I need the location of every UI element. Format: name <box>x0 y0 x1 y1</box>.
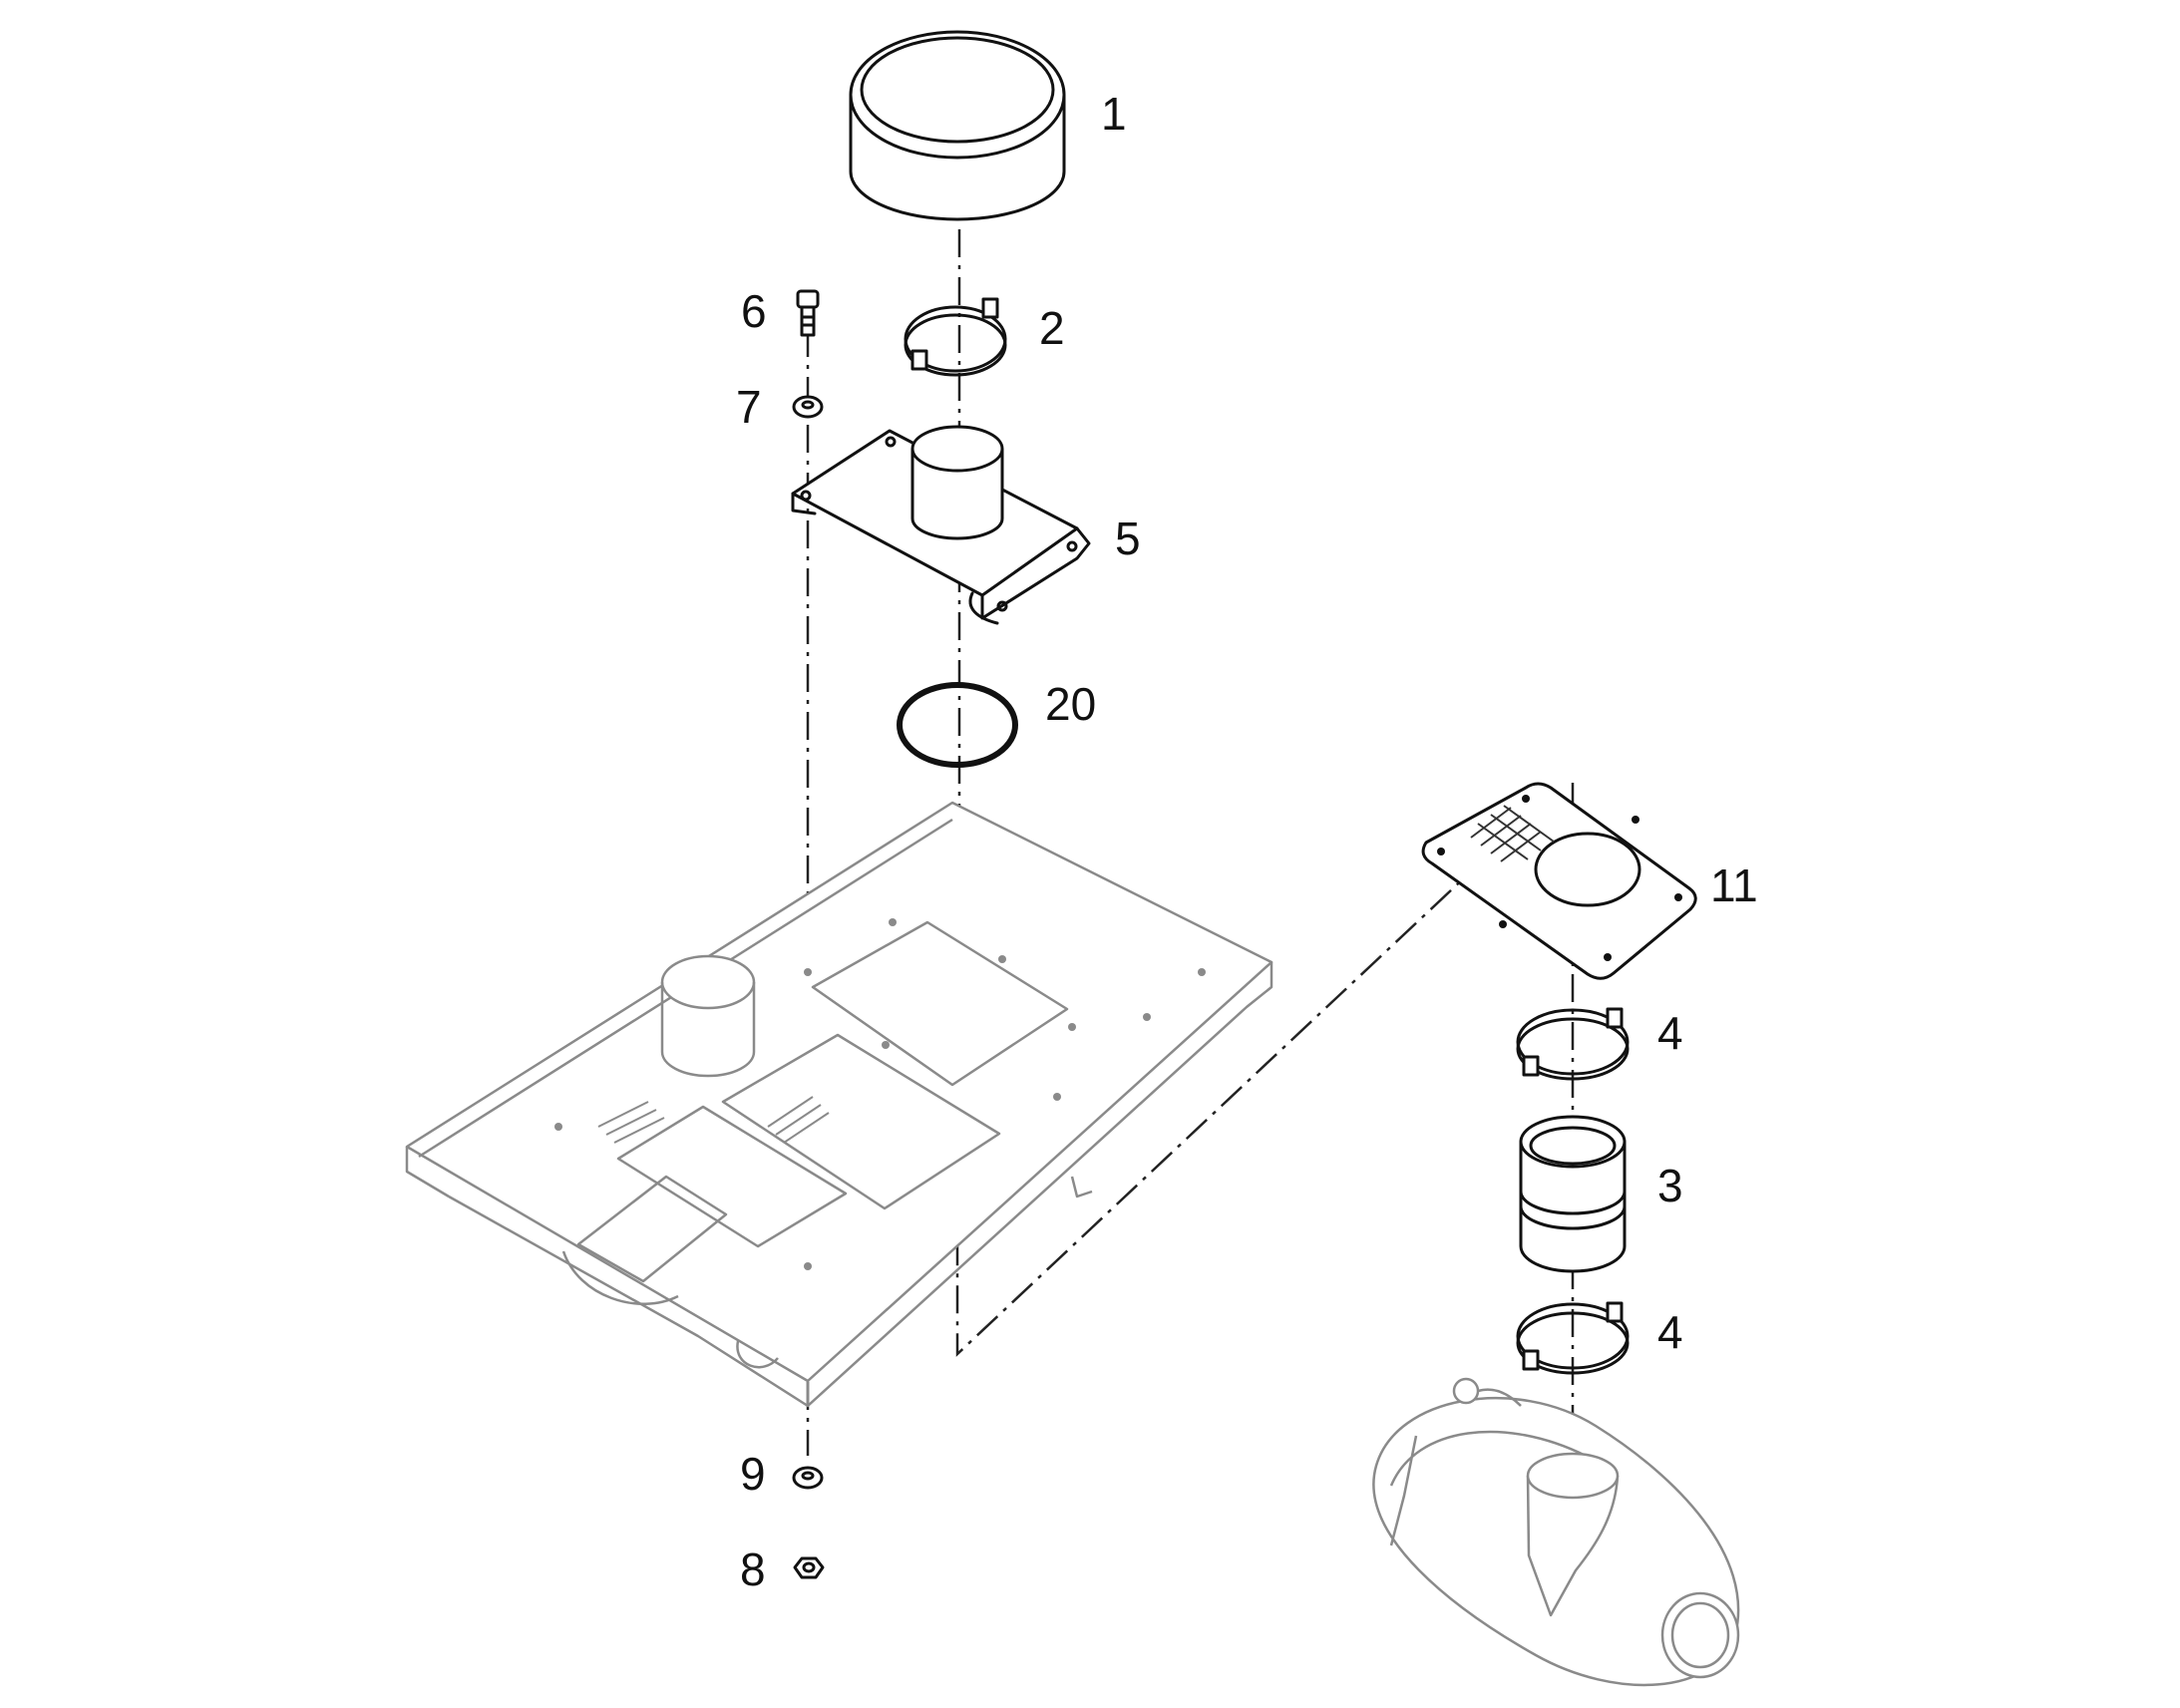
callout-1: 1 <box>1101 88 1127 140</box>
callouts: 1 2 6 7 5 20 11 4 3 4 9 8 <box>736 88 1758 1595</box>
part-1-cap <box>849 30 1066 221</box>
part-8-nut <box>793 1556 825 1579</box>
callout-20: 20 <box>1045 678 1096 730</box>
callout-8: 8 <box>740 1543 766 1595</box>
callout-3: 3 <box>1657 1160 1683 1211</box>
part-4-clamp-lower <box>1516 1301 1630 1375</box>
part-7-washer <box>792 395 824 419</box>
callout-6: 6 <box>741 285 767 337</box>
air-filter-housing <box>1372 1377 1740 1687</box>
part-2-clamp <box>904 297 1007 377</box>
callout-4-lower: 4 <box>1657 1306 1683 1358</box>
part-3-hose <box>1519 1115 1627 1273</box>
part-5-bracket <box>791 425 1091 625</box>
part-6-bolt <box>796 289 820 337</box>
part-20-seal-ring <box>897 682 1018 768</box>
callout-11: 11 <box>1710 859 1758 911</box>
base-plate <box>405 801 1273 1408</box>
part-4-clamp-upper <box>1516 1007 1630 1081</box>
part-9-washer <box>792 1466 824 1490</box>
callout-2: 2 <box>1039 302 1065 354</box>
callout-4-upper: 4 <box>1657 1007 1683 1059</box>
callout-7: 7 <box>736 381 762 433</box>
callout-5: 5 <box>1115 512 1141 564</box>
callout-9: 9 <box>740 1448 766 1500</box>
part-11-flange <box>1421 782 1697 980</box>
